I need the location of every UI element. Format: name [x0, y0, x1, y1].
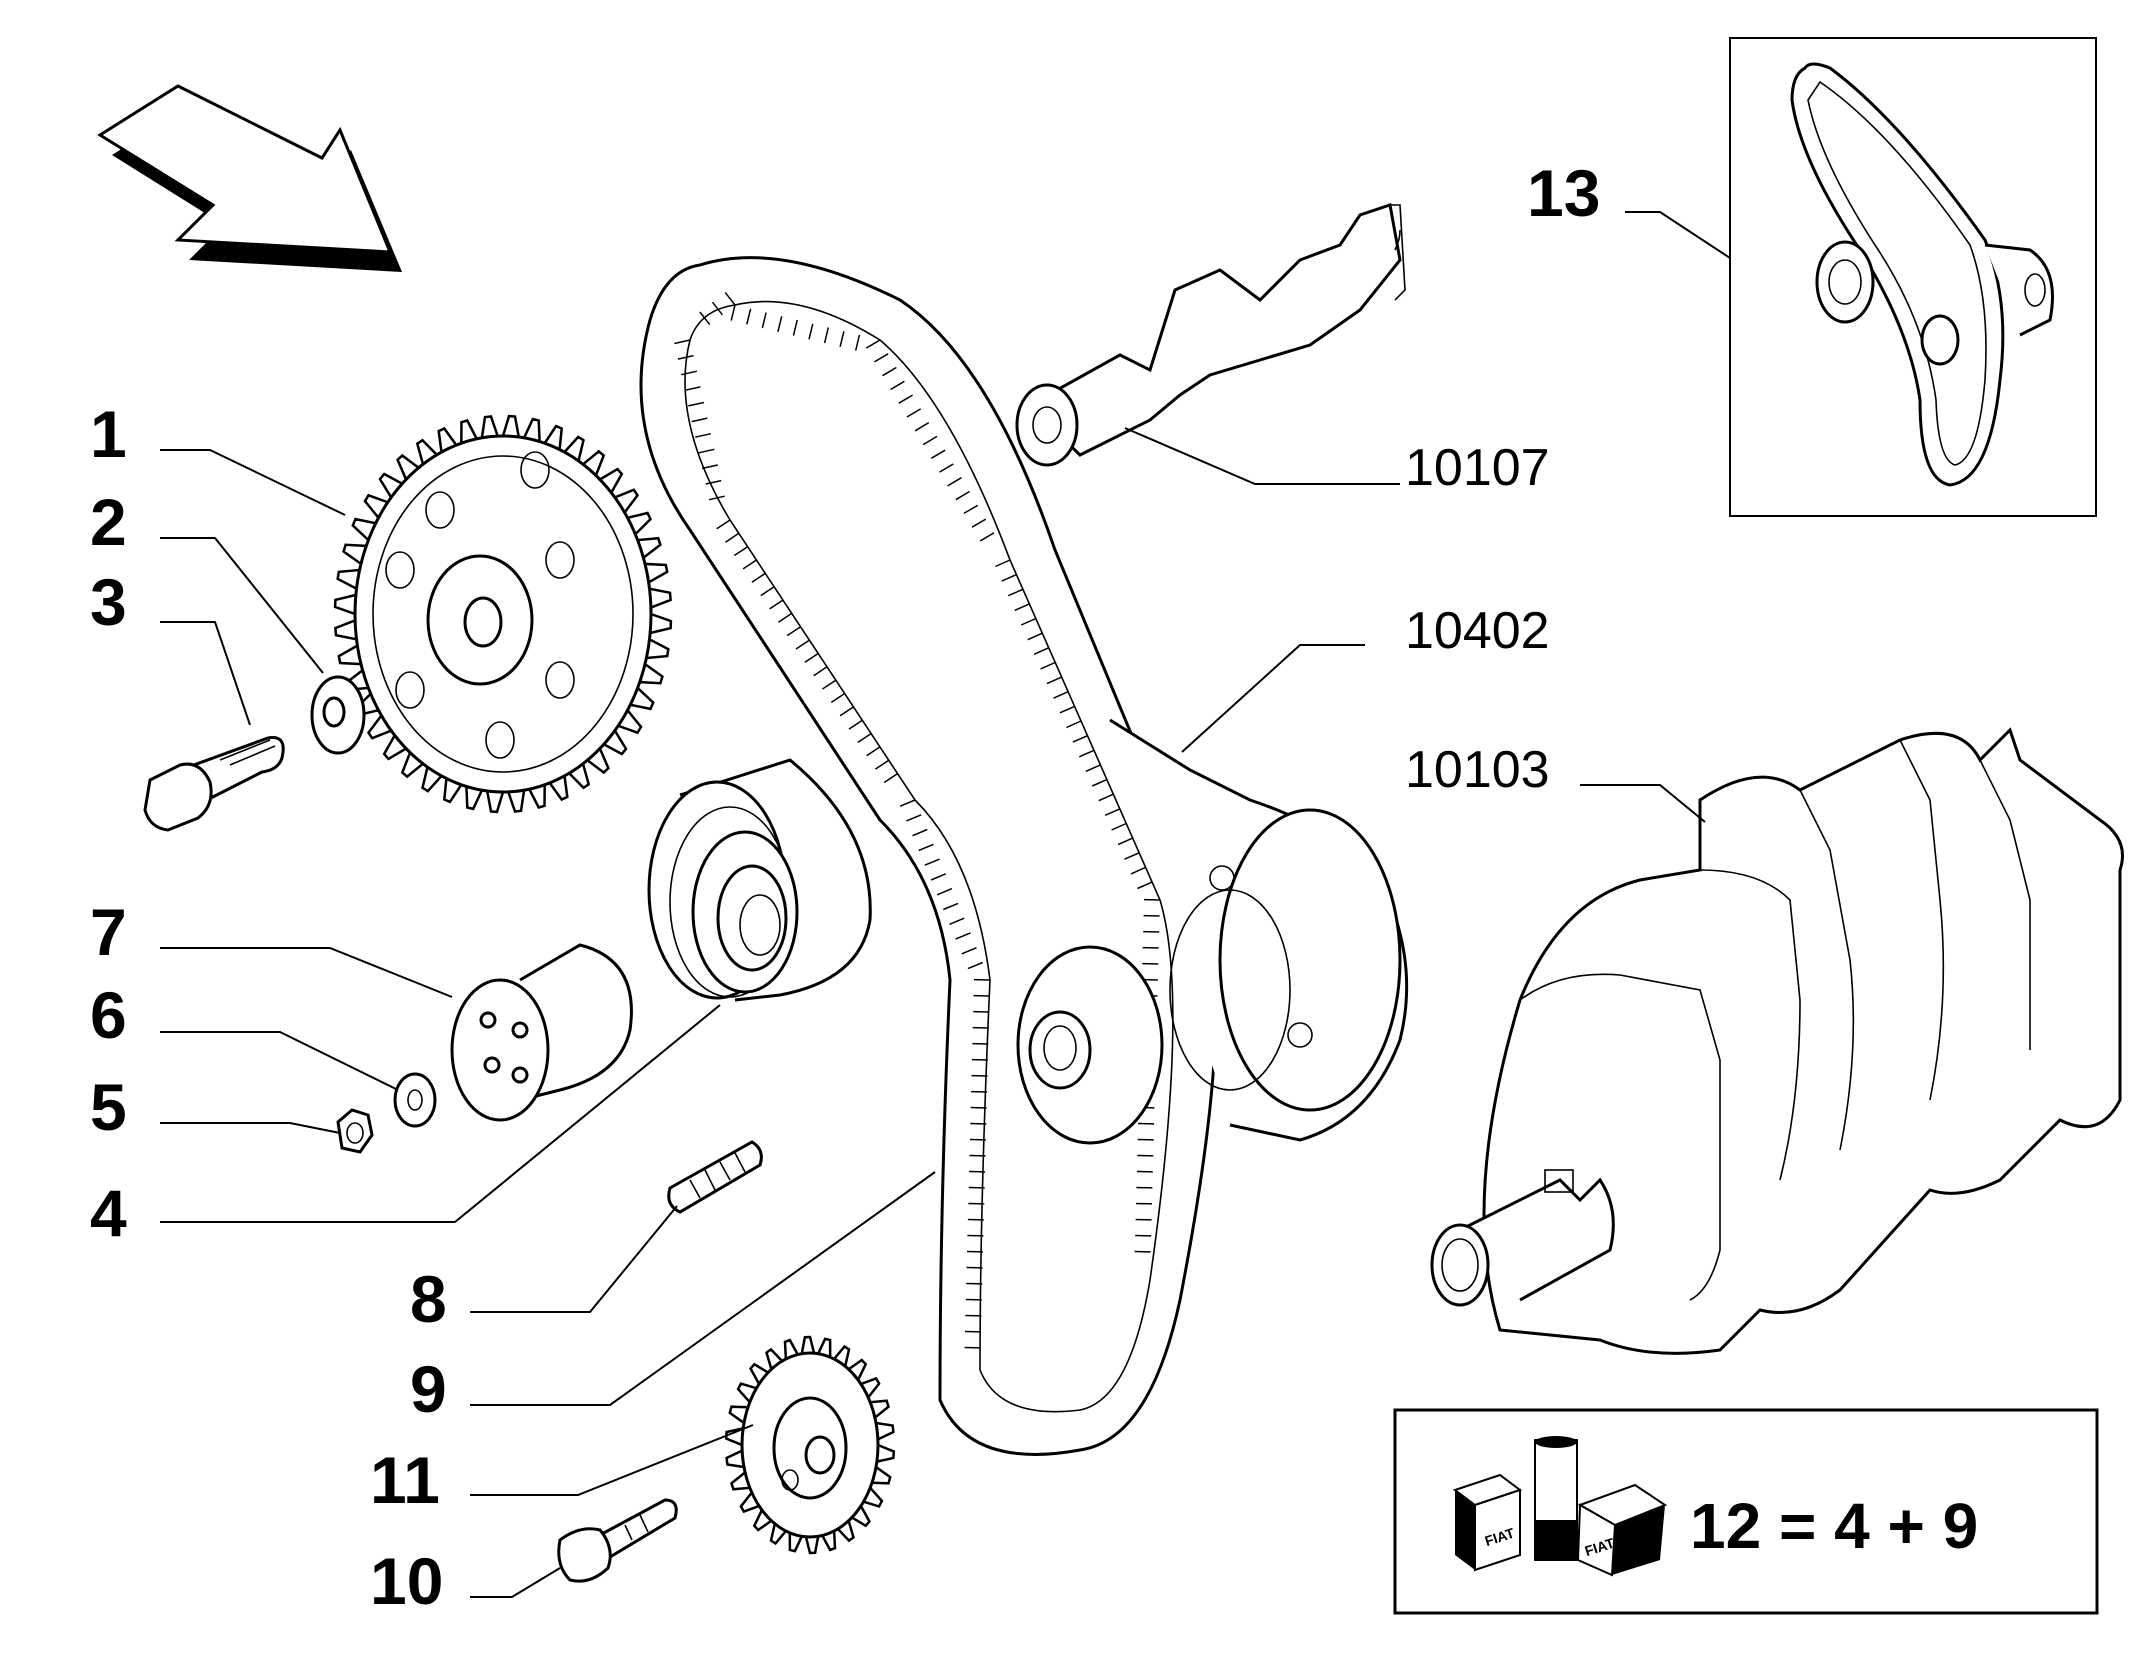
bolt-part-10 [557, 1498, 678, 1583]
tensioner-pulley-part-4 [647, 758, 872, 1002]
callout-11: 11 [370, 1443, 440, 1517]
bolt-part-3 [143, 736, 285, 832]
callout-7: 7 [90, 895, 127, 969]
callout-1: 1 [90, 397, 127, 471]
callout-8: 8 [410, 1262, 447, 1336]
washer-part-6 [393, 1072, 437, 1128]
timing-kit-inset [1729, 37, 2097, 517]
idler-pulley [1016, 945, 1164, 1145]
direction-arrow-icon [97, 84, 402, 272]
timing-belt-part-9 [639, 256, 1218, 1456]
washer-part-2 [310, 675, 366, 755]
oil-pump-housing [1109, 718, 1409, 1142]
stud-part-8 [667, 1140, 763, 1214]
callout-2: 2 [90, 485, 127, 559]
camshaft-gear [333, 414, 673, 814]
camshaft [1015, 203, 1406, 467]
callout-6: 6 [90, 978, 127, 1052]
callout-10: 10 [370, 1544, 443, 1618]
nut-part-5 [336, 1108, 374, 1154]
tensioner-hub-part-7 [450, 943, 633, 1122]
crankshaft [1430, 727, 2124, 1355]
leader-lines [160, 211, 1731, 1598]
reference-10103: 10103 [1405, 741, 1550, 799]
kit-box-icon: FIAT FIAT [1452, 1436, 1668, 1577]
reference-10402: 10402 [1405, 602, 1550, 660]
callout-3: 3 [90, 565, 127, 639]
callout-4: 4 [90, 1176, 127, 1250]
callout-13: 13 [1527, 156, 1600, 230]
callout-5: 5 [90, 1070, 127, 1144]
reference-10107: 10107 [1405, 439, 1550, 497]
kit-formula-text: 12 = 4 + 9 [1690, 1490, 1978, 1562]
callout-9: 9 [410, 1352, 447, 1426]
kit-formula-box: FIAT FIAT 12 = 4 + 9 [1393, 1408, 2099, 1615]
crankshaft-gear-part-11 [724, 1335, 896, 1555]
